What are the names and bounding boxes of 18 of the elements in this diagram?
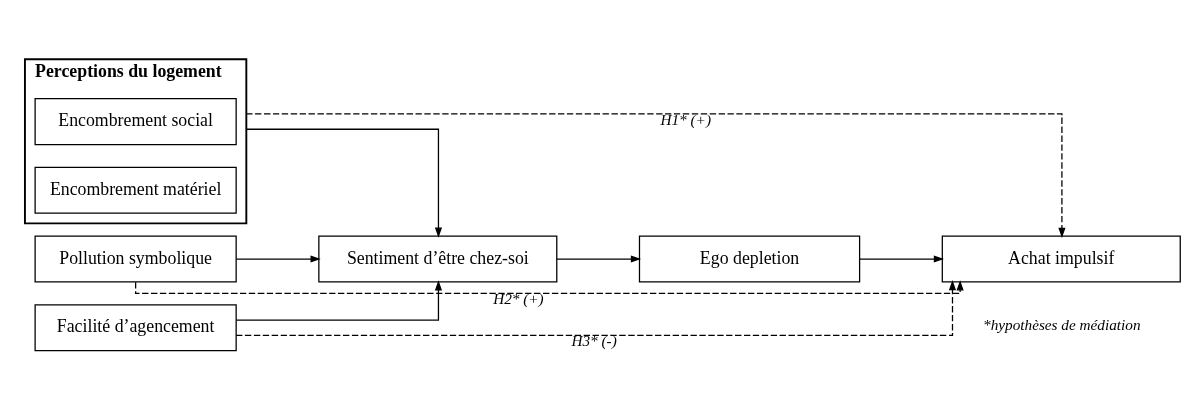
edge-label: H2* (+) xyxy=(493,289,544,307)
node-box: Ego depletion xyxy=(638,235,861,283)
arrow xyxy=(556,254,642,263)
node-box: Pollution symbolique xyxy=(34,235,237,283)
node-box: Encombrement matériel xyxy=(34,166,237,214)
arrow xyxy=(235,279,443,321)
arrow xyxy=(245,112,1066,238)
arrow xyxy=(235,279,957,336)
edge-label: H1* (+) xyxy=(660,110,711,128)
arrow xyxy=(235,254,321,263)
arrow xyxy=(859,254,944,263)
node-box: Sentiment d’être chez-soi xyxy=(318,235,558,283)
node-box: Encombrement social xyxy=(34,97,237,145)
arrow xyxy=(245,128,443,238)
edge-label: H3* (-) xyxy=(571,331,617,349)
node-box: Facilité d’agencement xyxy=(34,303,237,351)
node-box: Achat impulsif xyxy=(941,235,1181,283)
label: *hypothèses de médiation xyxy=(983,315,1141,333)
